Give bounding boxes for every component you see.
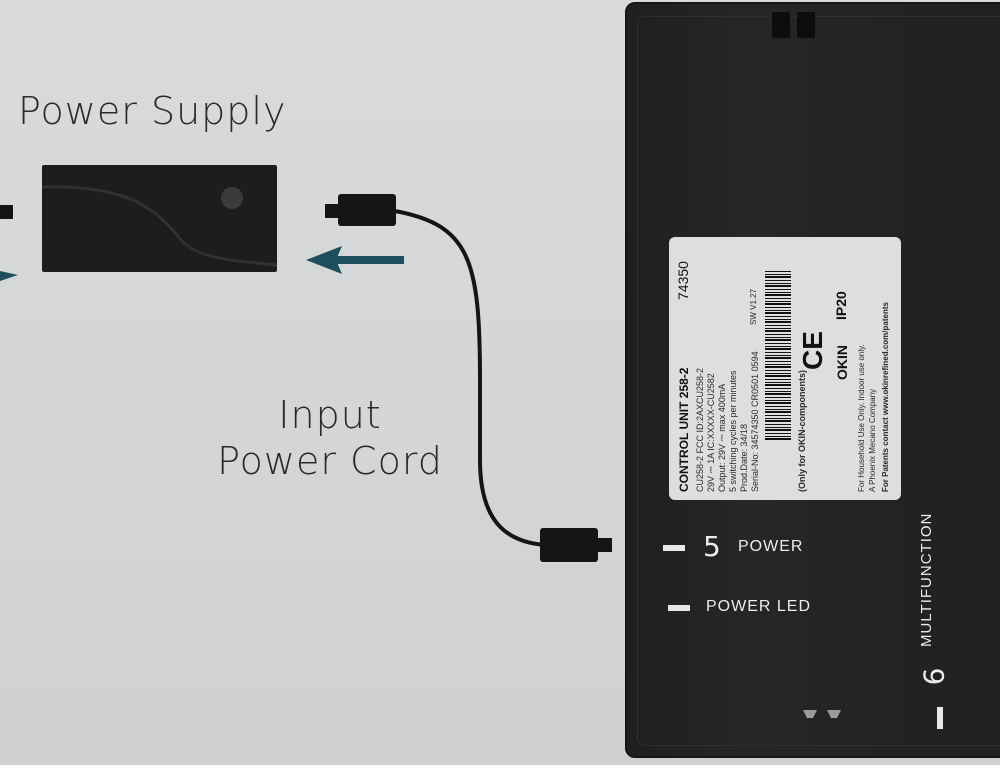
bottom-vent-icon	[803, 710, 841, 718]
sticker-footer3: For Patents contact www.okinrefined.com/…	[881, 302, 890, 492]
multifunction-port-number: 6	[917, 667, 951, 686]
cord-plug-tip-top	[325, 204, 341, 218]
left-connector-stub	[0, 205, 13, 219]
power-port-label: POWER	[738, 538, 804, 555]
sticker-line2: 29V ⎓ 1A IC:XXXXX-CU2582	[706, 373, 716, 492]
cord-plug-top	[338, 194, 396, 226]
cord-label-line2: Power Cord	[217, 439, 443, 484]
left-edge-fragments	[0, 205, 18, 281]
serial-barcode	[765, 270, 791, 440]
sticker-line4: 5 switching cycles per minutes	[728, 370, 738, 492]
ip-rating: IP20	[833, 291, 849, 320]
sticker-hw-version: SW V1.27	[749, 288, 758, 325]
cord-plug-bottom	[540, 528, 598, 562]
control-unit-bezel	[637, 16, 1000, 746]
sticker-footer2: A Phoenix Mecano Company	[868, 388, 877, 492]
power-led-label: POWER LED	[706, 598, 812, 615]
power-port-mark	[663, 545, 685, 551]
sticker-footer1: For Household Use Only. Indoor use only.	[857, 344, 866, 492]
psu-indicator-dot	[221, 187, 243, 209]
cord-plug-tip-bottom	[596, 538, 612, 552]
okin-brand: OKIN	[834, 345, 850, 380]
insert-arrow-icon	[306, 246, 404, 274]
power-supply-unit	[42, 165, 277, 272]
led-port-mark	[668, 605, 690, 611]
left-arrow-tip	[0, 271, 18, 281]
power-port-number: 5	[703, 530, 721, 563]
input-power-cord-label: Input Power Cord	[190, 392, 470, 485]
sticker-line6: Serial-No: 34574350 CR0501 0594	[750, 351, 760, 492]
power-supply-label: Power Supply	[18, 89, 287, 133]
psu-cable-trace	[42, 185, 277, 267]
top-clip-left	[772, 12, 790, 38]
sticker-content: CONTROL UNIT 258-2 74350 CU258-2 FCC ID:…	[669, 237, 901, 500]
sticker-line5: Prod.Date: 34/18	[739, 423, 749, 492]
sticker-line3: Output: 29V ⎓ max 400mA	[717, 383, 727, 492]
sticker-line1: CU258-2 FCC ID:2AXCU258-2	[695, 367, 705, 492]
sticker-model-number: 74350	[675, 261, 691, 300]
product-label-sticker: CONTROL UNIT 258-2 74350 CU258-2 FCC ID:…	[669, 237, 901, 500]
top-clip-right	[797, 12, 815, 38]
cord-label-line1: Input	[278, 393, 382, 437]
multifunction-port-mark	[937, 707, 943, 729]
sticker-title: CONTROL UNIT 258-2	[677, 367, 691, 492]
multifunction-label: MULTIFUNCTION	[918, 512, 935, 647]
ce-mark: CE	[797, 331, 828, 370]
sticker-line7: (Only for OKIN-components)	[797, 370, 807, 492]
input-power-cord	[325, 194, 612, 562]
